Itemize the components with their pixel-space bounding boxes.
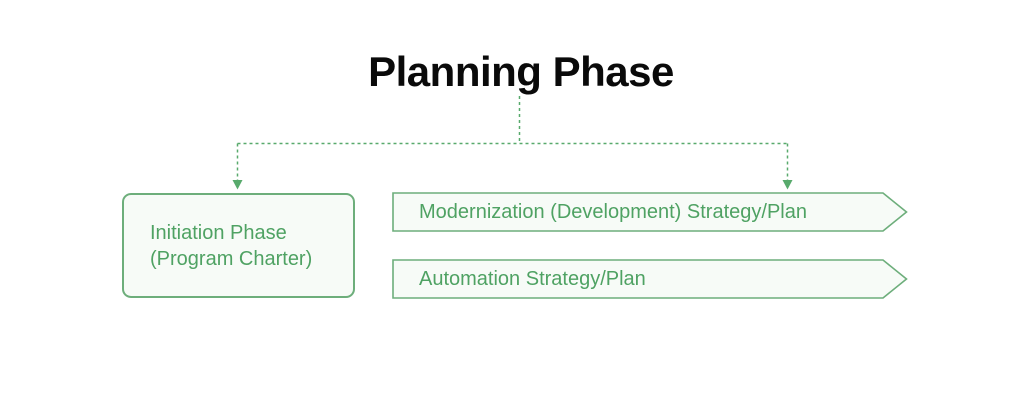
arrow-down-right-icon [782, 180, 793, 190]
arrow-down-left-icon [232, 180, 243, 190]
pentagon-arrow-shape [392, 259, 908, 299]
node-modernization-label: Modernization (Development) Strategy/Pla… [419, 200, 807, 223]
node-automation-label: Automation Strategy/Plan [419, 267, 646, 290]
page-title: Planning Phase [368, 48, 674, 95]
node-initiation-phase: Initiation Phase (Program Charter) [122, 193, 355, 298]
pentagon-arrow-shape [392, 192, 908, 232]
node-initiation-label: Initiation Phase (Program Charter) [150, 221, 313, 270]
node-automation-strategy: Automation Strategy/Plan [392, 259, 908, 299]
node-modernization-strategy: Modernization (Development) Strategy/Pla… [392, 192, 908, 232]
